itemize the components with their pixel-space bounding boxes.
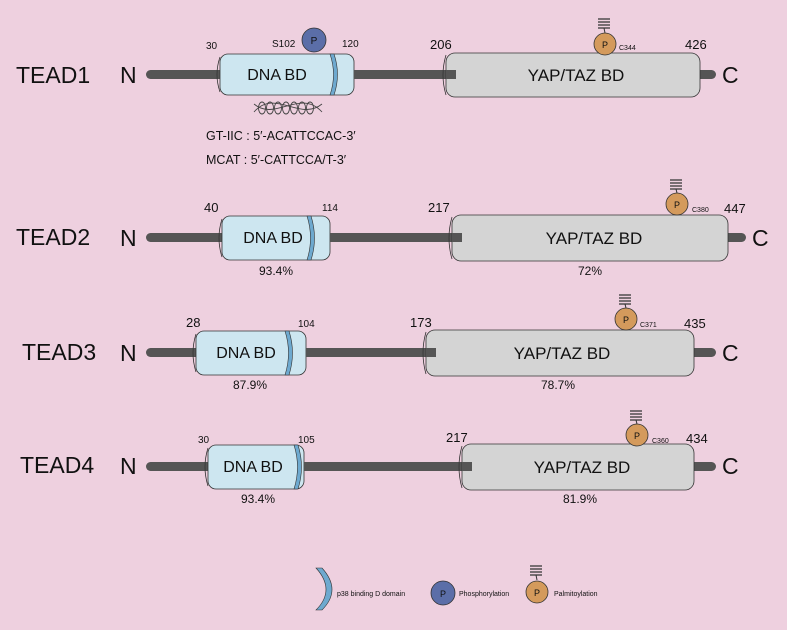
n-terminus-label: N bbox=[120, 62, 137, 88]
yap-taz-binding-domain: YAP/TAZ BD bbox=[422, 329, 695, 377]
protein-name: TEAD3 bbox=[22, 339, 96, 365]
yap-end-residue: 434 bbox=[686, 431, 708, 446]
svg-text:P: P bbox=[623, 315, 629, 325]
dbd-start-residue: 28 bbox=[186, 315, 200, 330]
dna-helix-icon bbox=[253, 101, 323, 115]
yap-start-residue: 206 bbox=[430, 37, 452, 52]
c-terminus-label: C bbox=[722, 62, 739, 88]
n-terminus-label: N bbox=[120, 225, 137, 251]
p38-binding-d-domain bbox=[329, 53, 338, 96]
dbd-end-residue: 104 bbox=[298, 319, 315, 330]
p38-binding-d-domain bbox=[293, 444, 302, 490]
dbd-label: DNA BD bbox=[247, 67, 307, 84]
yap-identity: 81.9% bbox=[563, 492, 597, 506]
svg-text:P: P bbox=[534, 588, 540, 598]
c-terminus-label: C bbox=[722, 340, 739, 366]
dbd-label: DNA BD bbox=[243, 230, 303, 247]
palm-site-label: C380 bbox=[692, 207, 709, 214]
phosphorylation-legend-icon: P bbox=[430, 580, 456, 606]
yap-end-residue: 435 bbox=[684, 316, 706, 331]
svg-text:P: P bbox=[634, 431, 640, 441]
svg-text:P: P bbox=[602, 40, 608, 50]
dbd-identity: 87.9% bbox=[233, 378, 267, 392]
p38-binding-d-domain-icon bbox=[315, 567, 333, 611]
yap-taz-binding-domain: YAP/TAZ BD bbox=[448, 214, 729, 262]
protein-tead2: TEAD2 N DNA BD YAP/TAZ BD C 40 114 217 4… bbox=[16, 179, 769, 278]
p38-binding-d-domain bbox=[306, 215, 315, 261]
dbd-label: DNA BD bbox=[223, 459, 283, 476]
palm-site-label: C360 bbox=[652, 438, 669, 445]
protein-tead4: TEAD4 N DNA BD YAP/TAZ BD C 30 105 217 4… bbox=[20, 410, 739, 506]
palmitoylation-icon: P bbox=[665, 179, 689, 216]
n-terminus-label: N bbox=[120, 453, 137, 479]
dbd-end-residue: 120 bbox=[342, 39, 359, 50]
dbd-identity: 93.4% bbox=[241, 492, 275, 506]
dbd-start-residue: 30 bbox=[198, 435, 210, 446]
palm-site-label: C371 bbox=[640, 322, 657, 329]
legend-phospho-label: Phosphorylation bbox=[459, 591, 509, 598]
p38-binding-d-domain bbox=[284, 330, 293, 376]
motif-mcat: MCAT : 5′-CATTCCA/T-3′ bbox=[206, 153, 347, 167]
palm-site-label: C344 bbox=[619, 45, 636, 52]
dbd-end-residue: 114 bbox=[322, 203, 338, 214]
legend-palm-label: Palmitoylation bbox=[554, 591, 598, 598]
yap-taz-label: YAP/TAZ BD bbox=[528, 66, 625, 85]
dbd-start-residue: 40 bbox=[204, 200, 218, 215]
protein-name: TEAD2 bbox=[16, 224, 90, 250]
phospho-site-label: S102 bbox=[272, 39, 296, 50]
dna-binding-domain: DNA BD bbox=[216, 53, 355, 96]
dbd-identity: 93.4% bbox=[259, 264, 293, 278]
legend-p38-label: p38 binding D domain bbox=[337, 591, 405, 598]
yap-start-residue: 217 bbox=[428, 200, 450, 215]
dbd-start-residue: 30 bbox=[206, 41, 218, 52]
protein-tead3: TEAD3 N DNA BD YAP/TAZ BD C 28 104 173 4… bbox=[22, 294, 739, 392]
yap-taz-label: YAP/TAZ BD bbox=[514, 344, 611, 363]
yap-taz-binding-domain: YAP/TAZ BD bbox=[442, 52, 701, 98]
protein-name: TEAD1 bbox=[16, 62, 90, 88]
palmitoylation-legend-icon: P bbox=[525, 565, 549, 604]
dna-binding-domain: DNA BD bbox=[192, 330, 307, 376]
yap-end-residue: 426 bbox=[685, 37, 707, 52]
protein-tead1: TEAD1 N DNA BD YAP/TAZ BD C 30 120 206 4… bbox=[16, 18, 739, 167]
dna-binding-domain: DNA BD bbox=[218, 215, 331, 261]
dbd-end-residue: 105 bbox=[298, 435, 315, 446]
motif-gtiic: GT-IIC : 5′-ACATTCCAC-3′ bbox=[206, 129, 356, 143]
dbd-label: DNA BD bbox=[216, 345, 276, 362]
yap-start-residue: 217 bbox=[446, 430, 468, 445]
palmitoylation-icon: P bbox=[614, 294, 638, 331]
svg-text:P: P bbox=[311, 36, 318, 47]
yap-identity: 78.7% bbox=[541, 378, 575, 392]
protein-name: TEAD4 bbox=[20, 452, 94, 478]
palmitoylation-icon: P bbox=[625, 410, 649, 447]
dna-binding-domain: DNA BD bbox=[204, 444, 305, 490]
svg-text:P: P bbox=[674, 200, 680, 210]
yap-taz-label: YAP/TAZ BD bbox=[546, 229, 643, 248]
c-terminus-label: C bbox=[752, 225, 769, 251]
yap-end-residue: 447 bbox=[724, 201, 746, 216]
yap-start-residue: 173 bbox=[410, 315, 432, 330]
yap-taz-binding-domain: YAP/TAZ BD bbox=[458, 443, 695, 491]
phosphorylation-icon: P bbox=[301, 27, 327, 53]
legend: p38 binding D domain P Phosphorylation P… bbox=[315, 565, 598, 611]
n-terminus-label: N bbox=[120, 340, 137, 366]
yap-identity: 72% bbox=[578, 264, 602, 278]
yap-taz-label: YAP/TAZ BD bbox=[534, 458, 631, 477]
palmitoylation-icon: P bbox=[593, 18, 617, 56]
c-terminus-label: C bbox=[722, 453, 739, 479]
svg-text:P: P bbox=[440, 589, 446, 599]
